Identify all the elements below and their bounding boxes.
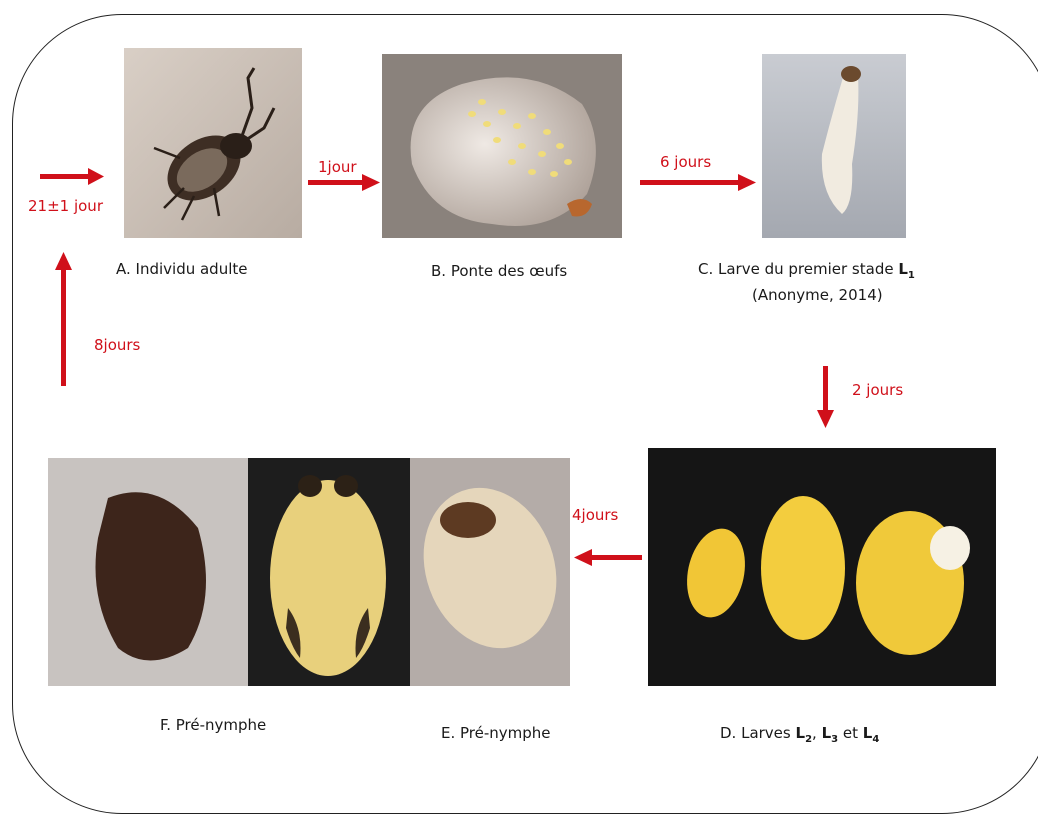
caption-c: C. Larve du premier stade L1 bbox=[698, 260, 915, 281]
duration-f-to-a: 8jours bbox=[94, 336, 140, 354]
caption-d-l2-index: 2 bbox=[805, 734, 812, 745]
duration-c-to-d: 2 jours bbox=[852, 381, 903, 399]
caption-d-l3: L bbox=[822, 724, 832, 742]
caption-d-l4: L bbox=[863, 724, 873, 742]
duration-d-to-e: 4jours bbox=[572, 506, 618, 524]
first-instar-larva-photo bbox=[762, 54, 906, 238]
caption-a: A. Individu adulte bbox=[116, 260, 248, 278]
caption-d: D. Larves L2, L3 et L4 bbox=[720, 724, 879, 745]
prenymph-f-dark-photo bbox=[48, 458, 248, 686]
caption-c-text: C. Larve du premier stade bbox=[698, 260, 898, 278]
caption-d-l2: L bbox=[796, 724, 806, 742]
larvae-l2-l3-l4-photo bbox=[648, 448, 996, 686]
duration-a-to-b: 1jour bbox=[318, 158, 357, 176]
caption-d-l4-index: 4 bbox=[872, 734, 879, 745]
caption-b: B. Ponte des œufs bbox=[431, 262, 567, 280]
caption-c-stage-index: 1 bbox=[908, 270, 915, 281]
duration-cycle: 21±1 jour bbox=[28, 197, 103, 215]
caption-c-citation: (Anonyme, 2014) bbox=[752, 286, 883, 304]
prenymph-f-ventral-photo bbox=[248, 458, 410, 686]
duration-b-to-c: 6 jours bbox=[660, 153, 711, 171]
caption-d-prefix: D. Larves bbox=[720, 724, 796, 742]
caption-d-sep1: , bbox=[812, 724, 822, 742]
prenymph-e-photo bbox=[410, 458, 570, 686]
adult-beetle-photo bbox=[124, 48, 302, 238]
caption-e: E. Pré-nymphe bbox=[441, 724, 551, 742]
egg-laying-photo bbox=[382, 54, 622, 238]
caption-c-stage-label: L bbox=[898, 260, 908, 278]
caption-f: F. Pré-nymphe bbox=[160, 716, 266, 734]
caption-d-sep2: et bbox=[838, 724, 863, 742]
